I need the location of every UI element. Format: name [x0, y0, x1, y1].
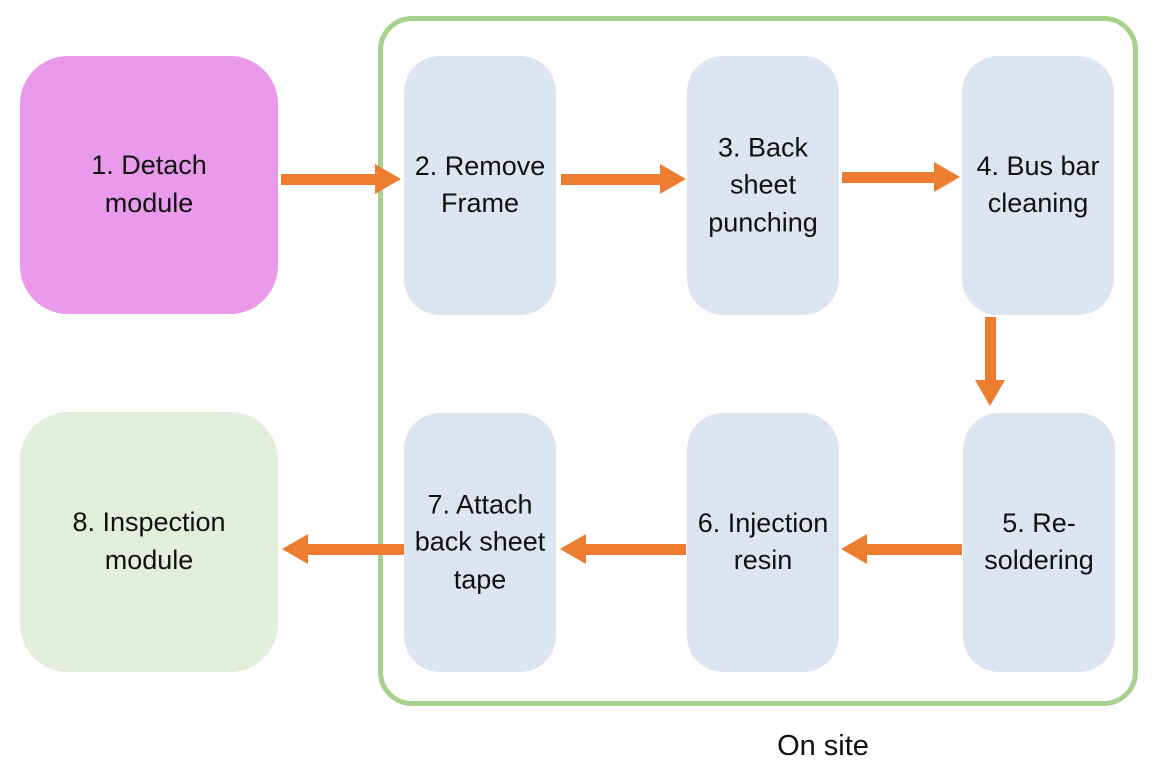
on-site-group-label: On site: [777, 730, 869, 762]
step-label: 3. Back sheet punching: [708, 131, 818, 238]
step-box-2-remove-frame: 2. Remove Frame: [404, 56, 556, 315]
step-box-6-injection-resin: 6. Injection resin: [687, 413, 839, 672]
step-label: 5. Re- soldering: [984, 507, 1094, 576]
step-box-8-inspection-module: 8. Inspection module: [20, 412, 278, 672]
arrow-shaft: [561, 174, 660, 185]
arrow-head-right-icon: [375, 164, 401, 194]
step-label: 2. Remove Frame: [414, 150, 546, 219]
arrow-head-left-icon: [560, 534, 586, 564]
arrow-shaft: [281, 174, 375, 185]
arrow-shaft: [867, 544, 962, 555]
step-label: 4. Bus bar cleaning: [976, 150, 1100, 219]
arrow-head-left-icon: [282, 534, 308, 564]
arrow-shaft: [586, 544, 686, 555]
step-label: 7. Attach back sheet tape: [414, 488, 546, 595]
step-label: 6. Injection resin: [697, 507, 829, 576]
on-site-group-frame: [378, 16, 1138, 706]
arrow-shaft: [842, 172, 934, 183]
step-label: 1. Detach module: [91, 150, 207, 218]
arrow-shaft: [308, 544, 404, 555]
step-label: 8. Inspection module: [72, 507, 226, 575]
step-box-7-attach-back-sheet-tape: 7. Attach back sheet tape: [404, 413, 556, 672]
step-box-3-back-sheet-punching: 3. Back sheet punching: [687, 56, 839, 315]
step-box-5-re-soldering: 5. Re- soldering: [963, 413, 1115, 672]
step-box-1-detach-module: 1. Detach module: [20, 56, 278, 314]
arrow-head-left-icon: [841, 534, 867, 564]
arrow-head-down-icon: [975, 380, 1005, 406]
arrow-head-right-icon: [934, 162, 960, 192]
step-box-4-bus-bar-cleaning: 4. Bus bar cleaning: [962, 56, 1114, 315]
arrow-shaft: [985, 317, 996, 380]
arrow-head-right-icon: [660, 164, 686, 194]
